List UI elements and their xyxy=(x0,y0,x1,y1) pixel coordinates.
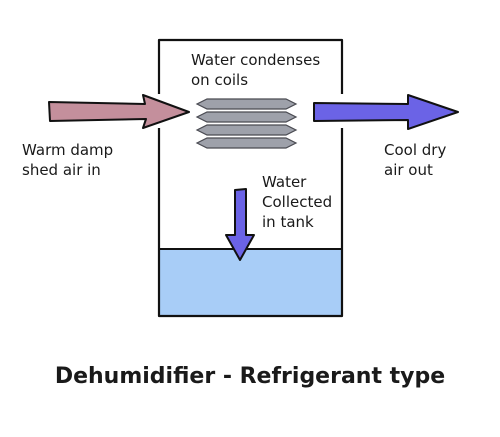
drip-arrow xyxy=(225,188,255,261)
coil-1 xyxy=(195,98,298,110)
coils-label: Water condenses on coils xyxy=(191,51,321,89)
coil-2 xyxy=(195,111,298,123)
outlet-label: Cool dry air out xyxy=(384,141,447,179)
dehumidifier-housing xyxy=(157,38,344,318)
collected-label: Water Collected in tank xyxy=(262,173,333,231)
inlet-arrow xyxy=(48,94,190,129)
coil-4 xyxy=(195,137,298,149)
tank-water xyxy=(159,249,342,316)
outlet-arrow xyxy=(313,94,459,130)
coils-icon xyxy=(195,98,298,149)
coil-3 xyxy=(195,124,298,136)
inlet-label: Warm damp shed air in xyxy=(22,141,114,179)
diagram-title: Dehumidifier - Refrigerant type xyxy=(54,364,446,389)
